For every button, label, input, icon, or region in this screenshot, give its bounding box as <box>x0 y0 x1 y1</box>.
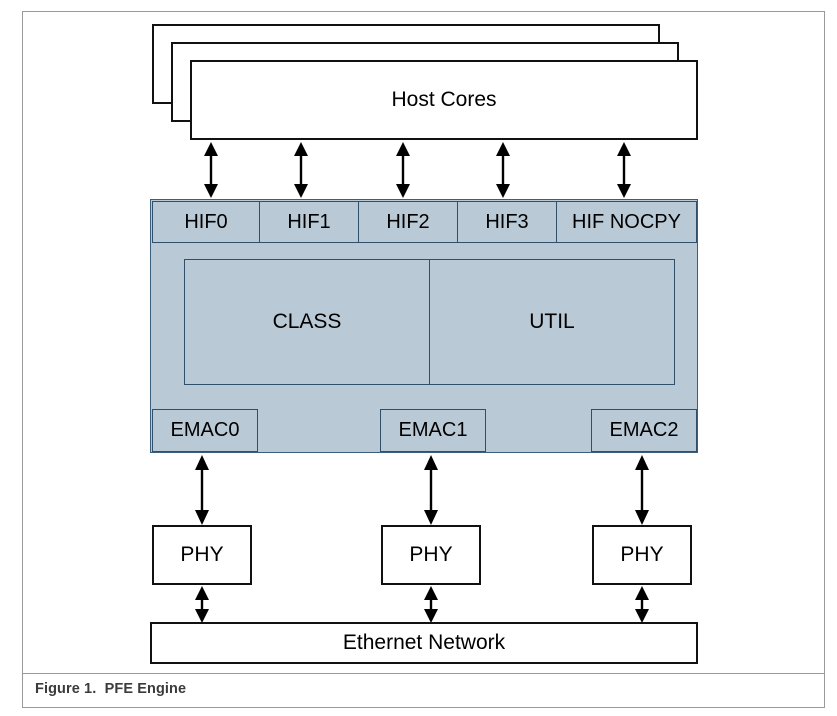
hif-block-label: HIF NOCPY <box>572 210 681 233</box>
connector-host-hif-0 <box>200 142 222 198</box>
connector-phy-network-1 <box>420 586 442 623</box>
emac-block-emac0[interactable]: EMAC0 <box>152 409 258 452</box>
engine-block-label: CLASS <box>272 310 342 333</box>
connector-host-hif-1 <box>290 142 312 198</box>
hif-block-label: HIF0 <box>184 210 228 233</box>
caption-divider <box>23 673 824 674</box>
emac-block-label: EMAC1 <box>398 419 468 441</box>
phy-box-2[interactable]: PHY <box>592 525 692 585</box>
figure-caption: Figure 1. PFE Engine <box>35 681 187 697</box>
connector-phy-network-0 <box>191 586 213 623</box>
hif-block-hif-nocpy[interactable]: HIF NOCPY <box>556 201 697 243</box>
connector-host-hif-2 <box>392 142 414 198</box>
ethernet-network-box[interactable]: Ethernet Network <box>150 622 698 664</box>
connector-host-hif-4 <box>613 142 635 198</box>
pfe-engine-panel: HIF0 HIF1 HIF2 HIF3 HIF NOCPY CLASS UTIL… <box>150 199 698 453</box>
connector-emac-phy-1 <box>420 455 442 525</box>
hif-block-hif1[interactable]: HIF1 <box>259 201 359 243</box>
phy-box-1[interactable]: PHY <box>381 525 481 585</box>
host-cores-box[interactable]: Host Cores <box>190 60 698 140</box>
hif-block-label: HIF1 <box>287 210 331 233</box>
connector-phy-network-2 <box>631 586 653 623</box>
engine-block-label: UTIL <box>529 310 575 333</box>
connector-emac-phy-2 <box>631 455 653 525</box>
phy-label: PHY <box>620 543 664 566</box>
hif-block-hif0[interactable]: HIF0 <box>152 201 260 243</box>
phy-label: PHY <box>409 543 453 566</box>
hif-block-label: HIF3 <box>485 210 529 233</box>
engine-block-util[interactable]: UTIL <box>429 259 675 385</box>
hif-block-hif2[interactable]: HIF2 <box>358 201 458 243</box>
ethernet-network-label: Ethernet Network <box>342 631 506 654</box>
phy-box-0[interactable]: PHY <box>152 525 252 585</box>
connector-emac-phy-0 <box>191 455 213 525</box>
phy-label: PHY <box>180 543 224 566</box>
emac-block-emac1[interactable]: EMAC1 <box>380 409 486 452</box>
emac-block-emac2[interactable]: EMAC2 <box>591 409 697 452</box>
hif-block-label: HIF2 <box>386 210 430 233</box>
connector-host-hif-3 <box>492 142 514 198</box>
engine-block-class[interactable]: CLASS <box>184 259 430 385</box>
hif-block-hif3[interactable]: HIF3 <box>457 201 557 243</box>
emac-block-label: EMAC2 <box>609 419 679 441</box>
host-cores-label: Host Cores <box>391 88 497 111</box>
emac-block-label: EMAC0 <box>170 419 240 441</box>
